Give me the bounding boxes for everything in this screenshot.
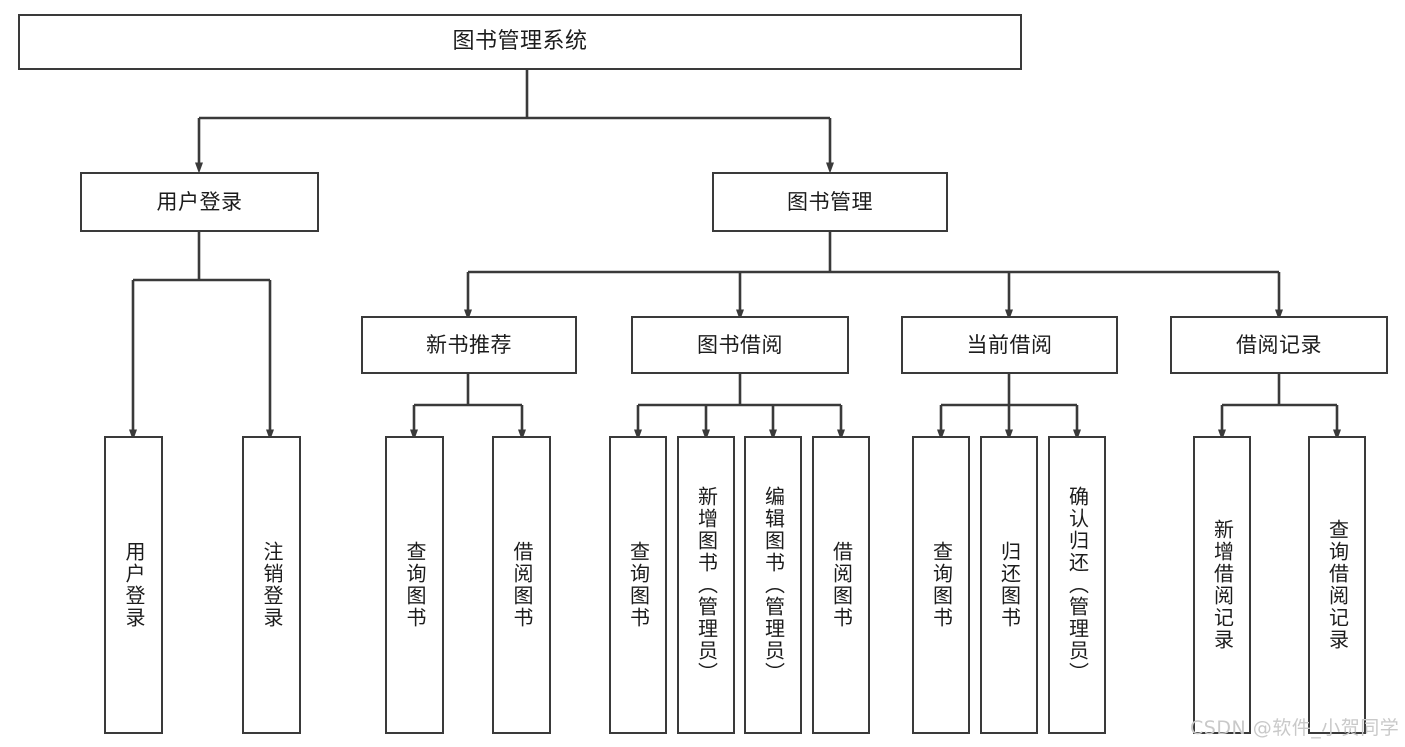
node-label: 查询图书 — [929, 541, 954, 629]
node-borrow-record[interactable]: 借阅记录 — [1170, 316, 1388, 374]
node-label: 图书管理 — [787, 189, 873, 214]
csdn-watermark: CSDN @软件_小贺同学 — [1190, 717, 1400, 739]
node-label: 确认归还（管理员） — [1065, 486, 1090, 684]
node-root-system[interactable]: 图书管理系统 — [18, 14, 1022, 70]
node-leaf-edit-book[interactable]: 编辑图书（管理员） — [744, 436, 802, 734]
node-label: 注销登录 — [260, 541, 284, 629]
node-new-book-recommend[interactable]: 新书推荐 — [361, 316, 577, 374]
node-leaf-add-book[interactable]: 新增图书（管理员） — [677, 436, 735, 734]
node-label: 归还图书 — [997, 541, 1022, 629]
node-label: 新增图书（管理员） — [694, 486, 719, 684]
node-leaf-return-book[interactable]: 归还图书 — [980, 436, 1038, 734]
node-leaf-query-book-2[interactable]: 查询图书 — [609, 436, 667, 734]
node-leaf-add-record[interactable]: 新增借阅记录 — [1193, 436, 1251, 734]
node-book-management[interactable]: 图书管理 — [712, 172, 948, 232]
node-user-login[interactable]: 用户登录 — [80, 172, 319, 232]
node-label: 查询图书 — [403, 541, 427, 629]
node-current-borrow[interactable]: 当前借阅 — [901, 316, 1118, 374]
node-leaf-logout-login[interactable]: 注销登录 — [242, 436, 301, 734]
node-label: 借阅图书 — [510, 541, 534, 629]
node-label: 图书管理系统 — [452, 29, 588, 55]
node-leaf-query-book-1[interactable]: 查询图书 — [385, 436, 444, 734]
node-label: 借阅记录 — [1236, 332, 1322, 357]
node-label: 图书借阅 — [697, 332, 783, 357]
node-book-borrow[interactable]: 图书借阅 — [631, 316, 849, 374]
node-leaf-borrow-book-2[interactable]: 借阅图书 — [812, 436, 870, 734]
node-label: 新增借阅记录 — [1210, 519, 1235, 651]
node-label: 新书推荐 — [426, 332, 512, 357]
node-leaf-query-record[interactable]: 查询借阅记录 — [1308, 436, 1366, 734]
node-label: 当前借阅 — [966, 332, 1053, 357]
node-label: 查询借阅记录 — [1325, 519, 1350, 651]
node-label: 借阅图书 — [829, 541, 854, 629]
node-label: 用户登录 — [122, 541, 146, 629]
node-leaf-query-book-3[interactable]: 查询图书 — [912, 436, 970, 734]
node-label: 编辑图书（管理员） — [761, 486, 786, 684]
node-leaf-user-login[interactable]: 用户登录 — [104, 436, 163, 734]
node-leaf-borrow-book-1[interactable]: 借阅图书 — [492, 436, 551, 734]
node-label: 用户登录 — [156, 189, 243, 214]
node-leaf-confirm-return[interactable]: 确认归还（管理员） — [1048, 436, 1106, 734]
node-label: 查询图书 — [626, 541, 651, 629]
